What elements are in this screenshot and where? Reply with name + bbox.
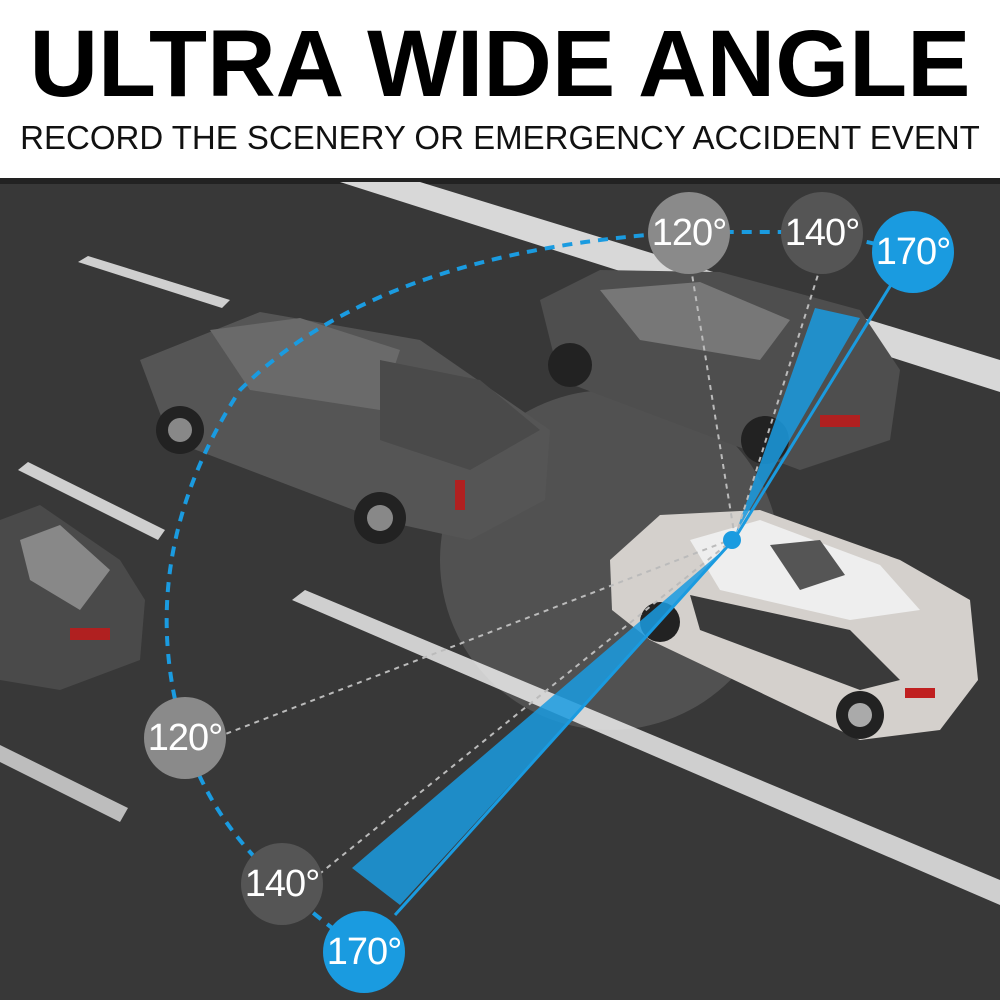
lane-line [292, 590, 1000, 905]
header: ULTRA WIDE ANGLE RECORD THE SCENERY OR E… [0, 0, 1000, 178]
fov-wedge-bottom [352, 540, 735, 905]
road-scene [0, 178, 1000, 1000]
angle-badge-bottom-170: 170° [323, 911, 405, 993]
sedan-car-left [0, 505, 145, 690]
title: ULTRA WIDE ANGLE [29, 11, 971, 117]
lane-line [0, 745, 128, 822]
lane-line [78, 256, 230, 308]
angle-badge-bottom-120: 120° [144, 697, 226, 779]
pickup-truck [140, 312, 550, 544]
angle-badge-top-120: 120° [648, 192, 730, 274]
angle-badge-top-140: 140° [781, 192, 863, 274]
sedan-car-top [540, 270, 900, 470]
fov-wedge-top [735, 308, 860, 535]
angle-badge-top-170: 170° [872, 211, 954, 293]
subtitle: RECORD THE SCENERY OR EMERGENCY ACCIDENT… [20, 119, 980, 156]
camera-origin [723, 531, 741, 549]
lane-line [18, 462, 165, 540]
angle-badge-bottom-140: 140° [241, 843, 323, 925]
road-illustration [0, 178, 1000, 1000]
